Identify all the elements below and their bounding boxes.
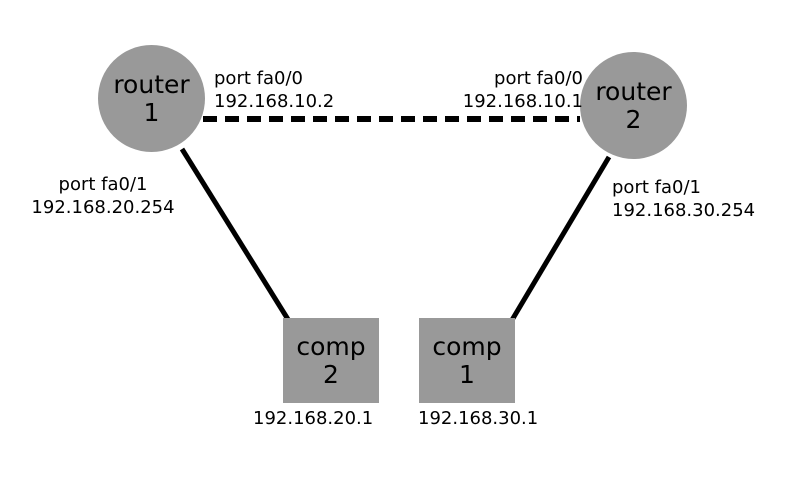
label-router2-fa01-port: port fa0/1 — [612, 177, 701, 198]
node-comp-1[interactable]: comp 1 — [419, 318, 515, 403]
node-router-1[interactable]: router 1 — [98, 45, 205, 152]
label-router2-fa00: port fa0/0 192.168.10.1 — [383, 68, 583, 113]
label-router1-fa01-ip: 192.168.20.254 — [31, 196, 175, 218]
label-comp2-ip: 192.168.20.1 — [253, 408, 374, 429]
label-router1-fa01: port fa0/1 192.168.20.254 — [18, 174, 188, 219]
label-router1-fa00: port fa0/0 192.168.10.2 — [214, 68, 334, 113]
node-comp-1-label-line2: 1 — [459, 359, 475, 389]
label-router2-fa01-ip: 192.168.30.254 — [612, 199, 756, 221]
node-comp-2-label-line1: comp — [296, 331, 366, 361]
link-router1-comp2 — [179, 147, 292, 323]
label-router1-fa00-port: port fa0/0 — [214, 68, 303, 89]
node-comp-1-label-line1: comp — [432, 331, 502, 361]
node-comp-2-label-line2: 2 — [323, 359, 339, 389]
node-router-1-label-line2: 1 — [143, 97, 160, 127]
label-router1-fa01-port: port fa0/1 — [58, 174, 148, 195]
node-comp-2[interactable]: comp 2 — [283, 318, 379, 403]
node-router-2-label-line2: 2 — [625, 104, 642, 134]
label-router1-fa00-ip: 192.168.10.2 — [214, 90, 335, 112]
node-router-2-label-line1: router — [595, 76, 672, 106]
label-router2-fa01: port fa0/1 192.168.30.254 — [612, 177, 755, 222]
link-router2-comp1 — [509, 155, 612, 322]
node-router-1-label-line1: router — [113, 69, 190, 99]
node-router-2[interactable]: router 2 — [580, 52, 687, 159]
label-router2-fa00-ip: 192.168.10.1 — [462, 90, 583, 112]
label-router2-fa00-port: port fa0/0 — [494, 68, 583, 89]
label-comp1-ip: 192.168.30.1 — [418, 408, 539, 429]
